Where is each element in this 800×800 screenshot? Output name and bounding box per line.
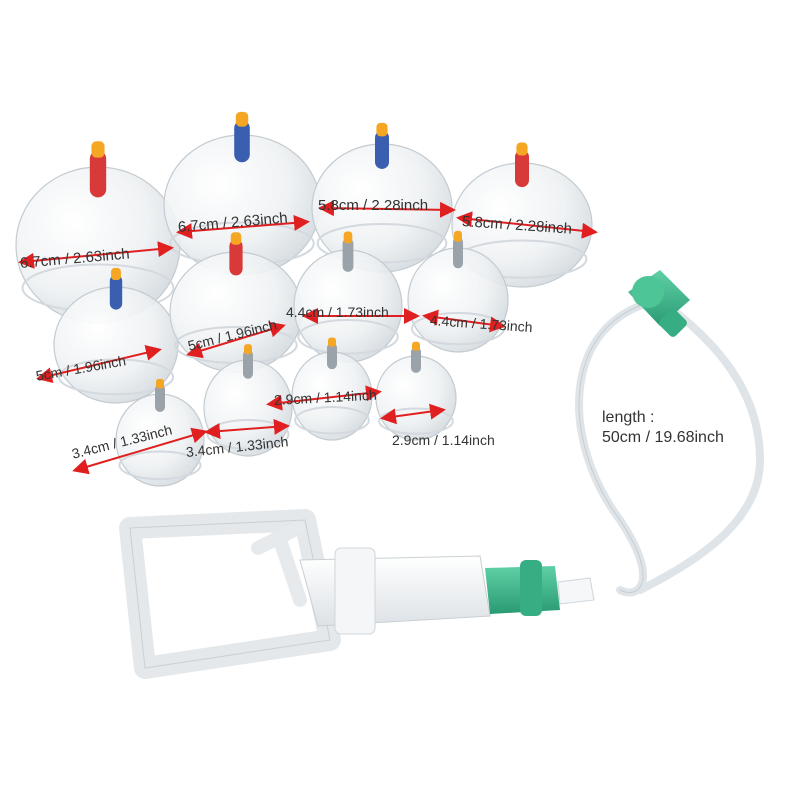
cup-valve-stem	[89, 150, 107, 198]
cup-valve-cap	[156, 378, 164, 389]
dimension-arrow	[36, 344, 162, 384]
cup-valve-cap	[91, 141, 105, 158]
dimension-arrow	[204, 418, 290, 440]
pump-gun	[119, 509, 595, 679]
extension-tube	[575, 270, 765, 597]
cups-group	[15, 111, 593, 487]
cup-size-label: 2.9cm / 1.14inch	[392, 432, 495, 448]
cup-valve-stem	[515, 149, 529, 188]
cup-valve-stem	[342, 238, 354, 272]
cup-valve-cap	[235, 111, 249, 127]
cup-size-label: 4.4cm / 1.73inch	[286, 304, 389, 320]
dimension-arrow	[176, 214, 310, 240]
dimension-arrow	[18, 241, 174, 269]
dimension-arrow	[456, 211, 598, 239]
cup-valve-cap	[454, 230, 462, 242]
cupping-cup	[163, 111, 321, 276]
length-title: length :	[602, 409, 655, 426]
dimension-arrow	[380, 403, 446, 425]
dimension-arrow	[266, 385, 382, 411]
dimension-arrow	[422, 309, 506, 333]
cup-valve-stem	[109, 274, 123, 310]
dimension-arrow	[186, 321, 286, 359]
cup-valve-stem	[327, 342, 337, 370]
cup-valve-cap	[244, 344, 252, 355]
cup-valve-stem	[243, 349, 253, 379]
cupping-cup	[293, 231, 403, 363]
cup-valve-stem	[453, 237, 463, 269]
cup-valve-cap	[328, 337, 336, 347]
cup-size-label: 5.8cm / 2.28inch	[318, 197, 429, 214]
cupping-cup	[375, 341, 457, 441]
dimension-arrow	[318, 200, 456, 218]
cup-valve-stem	[234, 120, 250, 163]
dimension-arrows	[18, 200, 598, 475]
length-value: 50cm / 19.68inch	[602, 429, 724, 446]
dimension-arrow	[72, 427, 208, 475]
cup-valve-cap	[111, 267, 121, 281]
cup-valve-cap	[230, 232, 242, 245]
cup-valve-cap	[376, 122, 388, 137]
cup-valve-stem	[155, 384, 165, 412]
cup-valve-stem	[229, 239, 243, 276]
cup-valve-cap	[412, 341, 420, 351]
cup-valve-cap	[516, 142, 528, 156]
cup-valve-cap	[343, 231, 353, 244]
cup-valve-stem	[411, 346, 421, 373]
cup-valve-stem	[375, 130, 389, 169]
